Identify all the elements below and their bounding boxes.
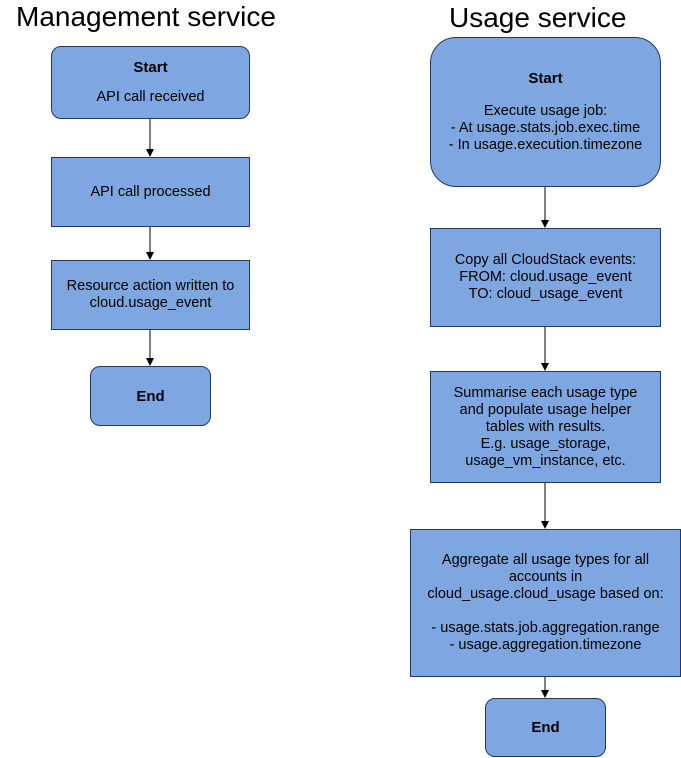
usage-summarise-line-3: tables with results. [485, 418, 606, 435]
usage-start-line-3: - In usage.execution.timezone [448, 137, 643, 153]
management-service-title: Management service [16, 1, 276, 32]
usage-end-node: End [485, 698, 606, 757]
usage-service-title: Usage service [449, 2, 627, 33]
mgmt-end-text: End [136, 387, 165, 405]
usage-aggregate-line-5: - usage.stats.job.aggregation.range [431, 620, 660, 636]
usage-aggregate-line-3: cloud_usage.cloud_usage based on: [427, 586, 664, 602]
usage-summarise-node: Summarise each usage type and populate u… [430, 371, 661, 483]
mgmt-resource-line-2: cloud.usage_event [89, 295, 212, 311]
usage-aggregate-line-2: accounts in [508, 569, 583, 585]
usage-summarise-line-4: E.g. usage_storage, [480, 435, 611, 452]
mgmt-resource-action-node: Resource action written to cloud.usage_e… [51, 260, 250, 330]
usage-aggregate-line-1: Aggregate all usage types for all [441, 552, 650, 568]
usage-end-text: End [531, 719, 560, 736]
mgmt-start-heading: Start [133, 59, 168, 76]
mgmt-start-text: API call received [96, 89, 205, 105]
usage-start-node: Start Execute usage job: - At usage.stat… [430, 37, 661, 187]
usage-summarise-line-2: and populate usage helper [459, 401, 632, 418]
usage-aggregate-node: Aggregate all usage types for all accoun… [410, 529, 681, 677]
mgmt-resource-line-1: Resource action written to [66, 278, 235, 294]
usage-start-line-2: - At usage.stats.job.exec.time [450, 120, 641, 136]
usage-summarise-line-5: usage_vm_instance, etc. [465, 452, 626, 469]
mgmt-processed-text: API call processed [90, 183, 211, 200]
usage-start-line-1: Execute usage job: [483, 103, 608, 119]
mgmt-end-node: End [90, 366, 211, 426]
usage-start-heading: Start [528, 70, 563, 87]
usage-copy-line-3: TO: cloud_usage_event [468, 286, 623, 302]
usage-copy-node: Copy all CloudStack events: FROM: cloud.… [430, 228, 661, 327]
mgmt-start-node: Start API call received [51, 46, 250, 119]
usage-summarise-line-1: Summarise each usage type [453, 384, 638, 401]
usage-copy-line-1: Copy all CloudStack events: [454, 252, 637, 268]
usage-copy-line-2: FROM: cloud.usage_event [459, 269, 632, 285]
usage-aggregate-line-6: - usage.aggregation.timezone [449, 637, 642, 653]
mgmt-processed-node: API call processed [51, 157, 250, 227]
